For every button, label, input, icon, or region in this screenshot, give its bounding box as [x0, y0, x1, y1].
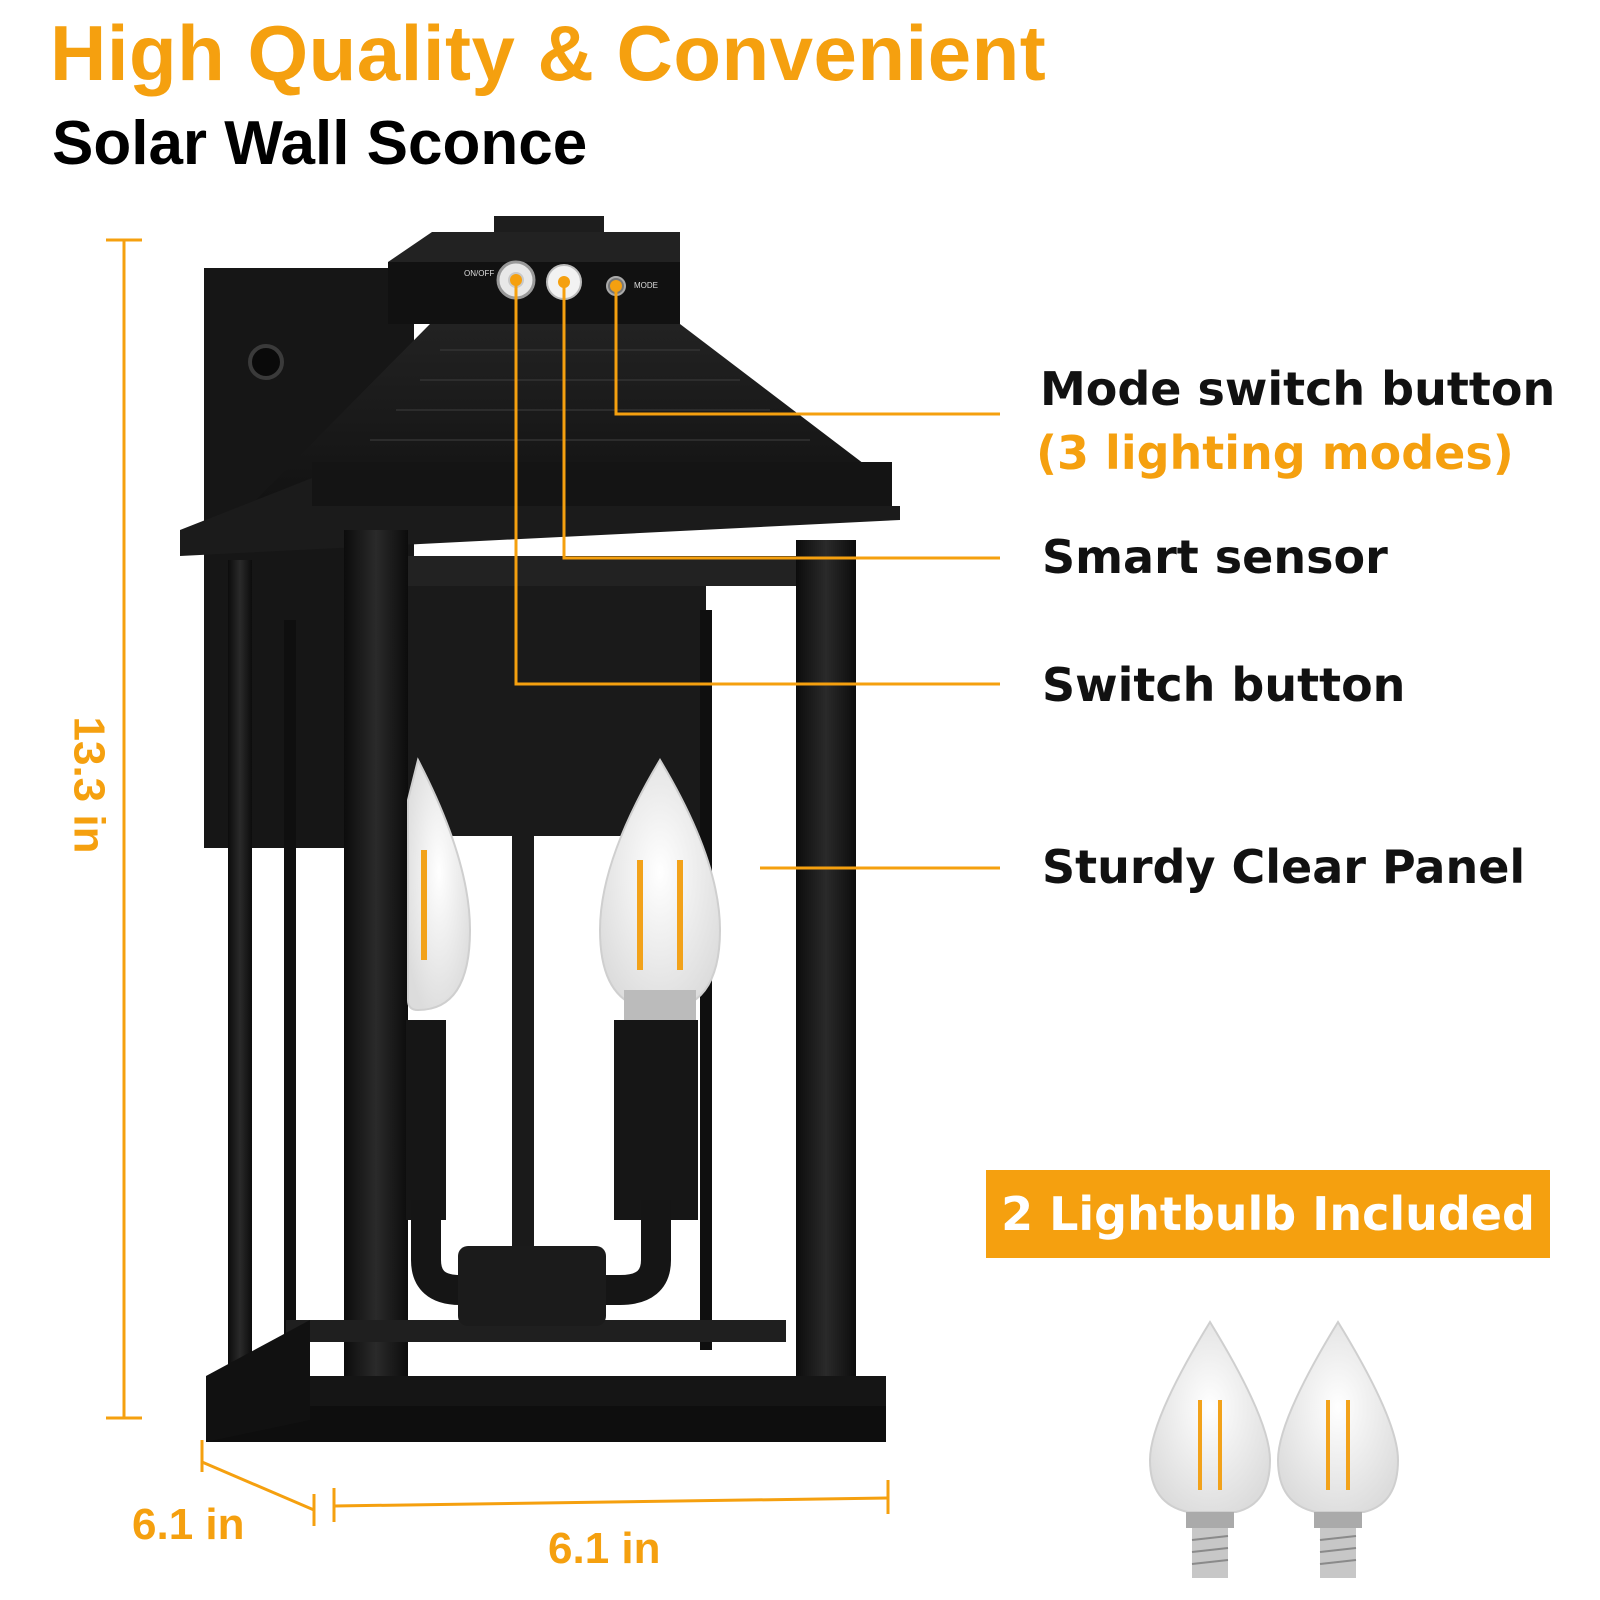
callout-mode-switch-detail: (3 lighting modes) — [1036, 426, 1514, 480]
bulb-right — [598, 758, 722, 1020]
dimension-depth: 6.1 in — [132, 1500, 245, 1549]
callout-mode-switch: Mode switch button — [1040, 362, 1556, 416]
top-cap — [388, 216, 680, 324]
subheadline: Solar Wall Sconce — [52, 109, 588, 178]
callout-lines — [510, 274, 1000, 870]
badge-label: 2 Lightbulb Included — [1001, 1187, 1535, 1241]
dimension-width: 6.1 in — [548, 1524, 661, 1573]
callout-smart-sensor: Smart sensor — [1042, 530, 1388, 584]
mode-label: MODE — [634, 281, 658, 290]
callout-switch-button: Switch button — [1042, 658, 1406, 712]
candle-led-bulb-icon — [1276, 1320, 1400, 1578]
lightbulb-included-badge: 2 Lightbulb Included — [986, 1170, 1550, 1258]
dimension-lines — [106, 238, 890, 1526]
headline: High Quality & Convenient — [50, 9, 1047, 97]
on-off-label: ON/OFF — [464, 269, 494, 278]
candle-led-bulb-icon — [1148, 1320, 1272, 1578]
bulb-left — [407, 757, 472, 1012]
dimension-height: 13.3 in — [64, 716, 114, 854]
lantern-base — [206, 1320, 886, 1442]
bulb-holder — [406, 586, 698, 1326]
callout-clear-panel: Sturdy Clear Panel — [1042, 840, 1526, 894]
